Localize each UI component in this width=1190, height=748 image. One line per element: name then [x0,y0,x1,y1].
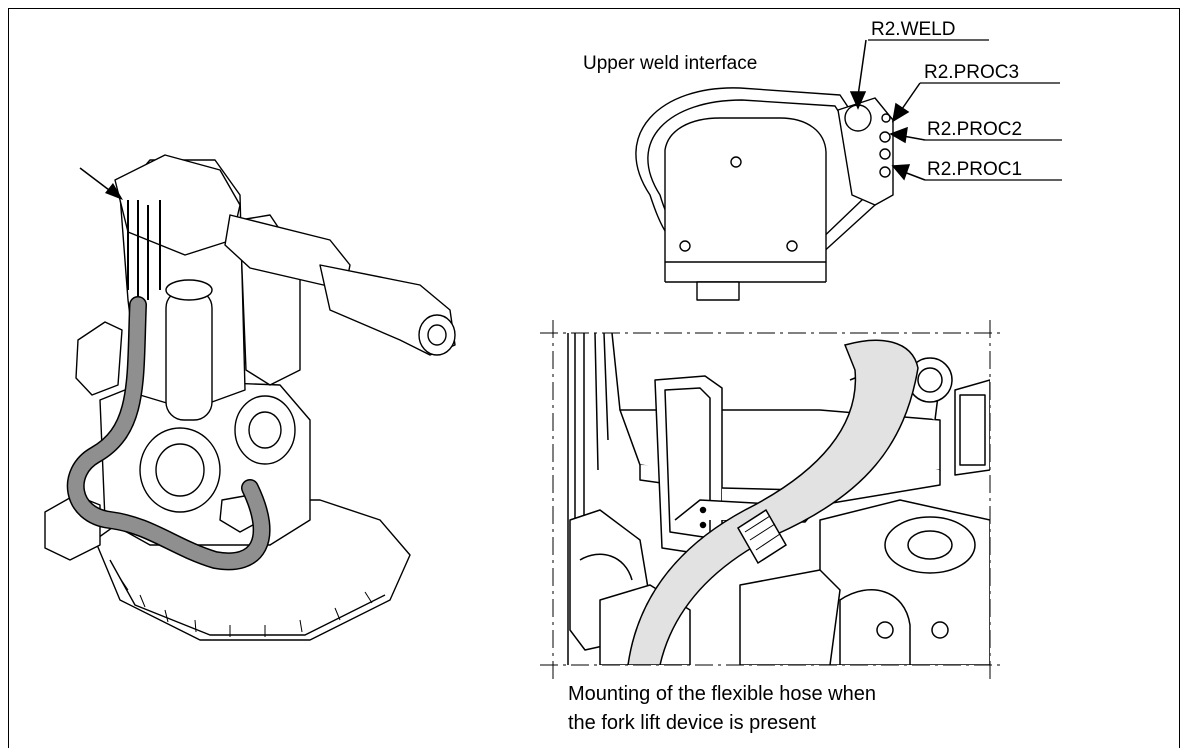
hose-detail-flexible-hose [627,339,919,665]
hose-detail-caption: Mounting of the flexible hose when the f… [568,680,876,738]
r2-weld-label: R2.WELD [871,19,956,40]
upper-weld-interface-label: Upper weld interface [583,53,758,74]
balancing-cylinder [165,289,213,421]
r2-proc3-label: R2.PROC3 [924,62,1020,83]
r2-proc2-label: R2.PROC2 [927,119,1023,140]
robot-flexible-hose [66,296,271,571]
weld-interface-drawing [635,87,894,301]
robot-illustration [44,154,456,641]
weld-interface-plate [664,117,827,263]
r2-proc1-label: R2.PROC1 [927,159,1023,180]
caption-line-2: the fork lift device is present [568,712,816,734]
robot-pointer-arrow [79,167,123,200]
label-underlines [868,39,1062,181]
caption-line-1: Mounting of the flexible hose when [568,683,876,705]
connector-leaders [849,39,926,181]
figure-frame [8,8,1180,748]
hose-clamp [736,508,788,565]
